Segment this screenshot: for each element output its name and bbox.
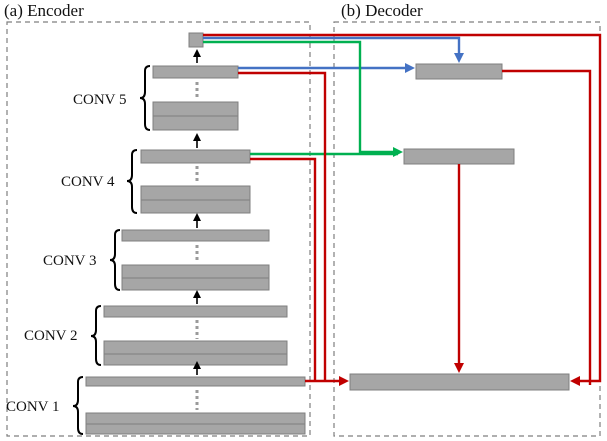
conv5-block-base: [152, 115, 239, 131]
conv1-label: CONV 1: [6, 399, 59, 415]
conv4-block-bottom: [140, 185, 251, 201]
decoder-title: (b) Decoder: [341, 1, 423, 20]
conv1-brace: [72, 376, 84, 435]
conv3-label: CONV 3: [43, 253, 96, 269]
encoder-frame: [6, 21, 311, 437]
blue-skip-pool: [203, 36, 464, 63]
conv2-block-base: [103, 353, 288, 366]
conv3-brace: [109, 229, 121, 291]
conv5-label: CONV 5: [73, 92, 126, 108]
green-skip-pool: [203, 40, 403, 157]
conv2-block-bottom: [103, 340, 288, 355]
conv3-block-bottom: [121, 264, 270, 279]
conv1-block-top: [85, 376, 306, 387]
conv1-block-base: [85, 423, 306, 435]
red-skip-pool: [203, 33, 602, 386]
red-skip-conv5: [238, 71, 327, 381]
conv4-block-base: [140, 199, 251, 214]
red-skip-conv4: [250, 157, 317, 381]
conv1-block-bottom: [85, 412, 306, 425]
conv2-label: CONV 2: [24, 328, 77, 344]
conv5-block-top: [152, 65, 239, 79]
conv3-block-base: [121, 277, 270, 291]
top-pool-block: [188, 32, 204, 48]
conv2-brace: [90, 305, 102, 366]
group-braces: [72, 65, 151, 435]
decoder-block-mid: [403, 148, 515, 165]
conv4-brace: [126, 149, 138, 214]
conv5-block-bottom: [152, 101, 239, 117]
conv3-block-top: [121, 229, 270, 242]
conv4-block-top: [140, 149, 251, 164]
conv2-block-top: [103, 305, 288, 318]
red-skip-decoder-top: [502, 69, 592, 385]
decoder-block-output: [349, 373, 570, 391]
conv4-label: CONV 4: [61, 174, 115, 190]
encoder-title: (a) Encoder: [4, 1, 84, 20]
conv5-brace: [139, 65, 151, 131]
decoder-block-top: [415, 63, 503, 80]
